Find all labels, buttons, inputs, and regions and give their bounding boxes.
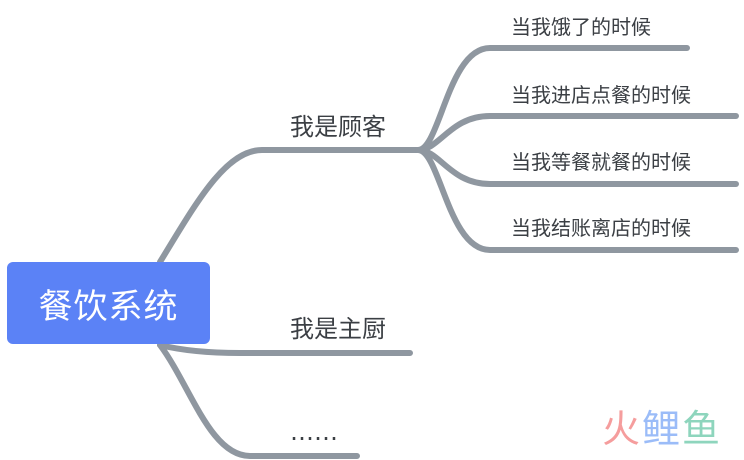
node-checkout[interactable]: 当我结账离店的时候 bbox=[511, 216, 691, 240]
node-dining[interactable]: 当我等餐就餐的时候 bbox=[511, 150, 691, 174]
connector-customer-ordering bbox=[415, 113, 739, 153]
watermark-char-2: 鲤 bbox=[641, 407, 680, 451]
connector-root-chef bbox=[157, 342, 413, 356]
node-ordering[interactable]: 当我进店点餐的时候 bbox=[511, 83, 691, 107]
watermark-logo: 火 鲤 鱼 bbox=[602, 410, 720, 448]
connector-root-customer bbox=[157, 147, 421, 265]
connector-root-more bbox=[157, 342, 360, 459]
root-node[interactable]: 餐饮系统 bbox=[7, 262, 210, 344]
connector-customer-checkout bbox=[415, 147, 739, 253]
node-customer[interactable]: 我是顾客 bbox=[290, 113, 386, 141]
node-chef[interactable]: 我是主厨 bbox=[290, 315, 386, 343]
node-hungry[interactable]: 当我饿了的时候 bbox=[511, 15, 651, 39]
node-more[interactable]: …… bbox=[290, 418, 338, 446]
connector-customer-hungry bbox=[415, 45, 690, 153]
watermark-char-1: 火 bbox=[601, 407, 640, 451]
watermark-char-3: 鱼 bbox=[681, 407, 720, 451]
